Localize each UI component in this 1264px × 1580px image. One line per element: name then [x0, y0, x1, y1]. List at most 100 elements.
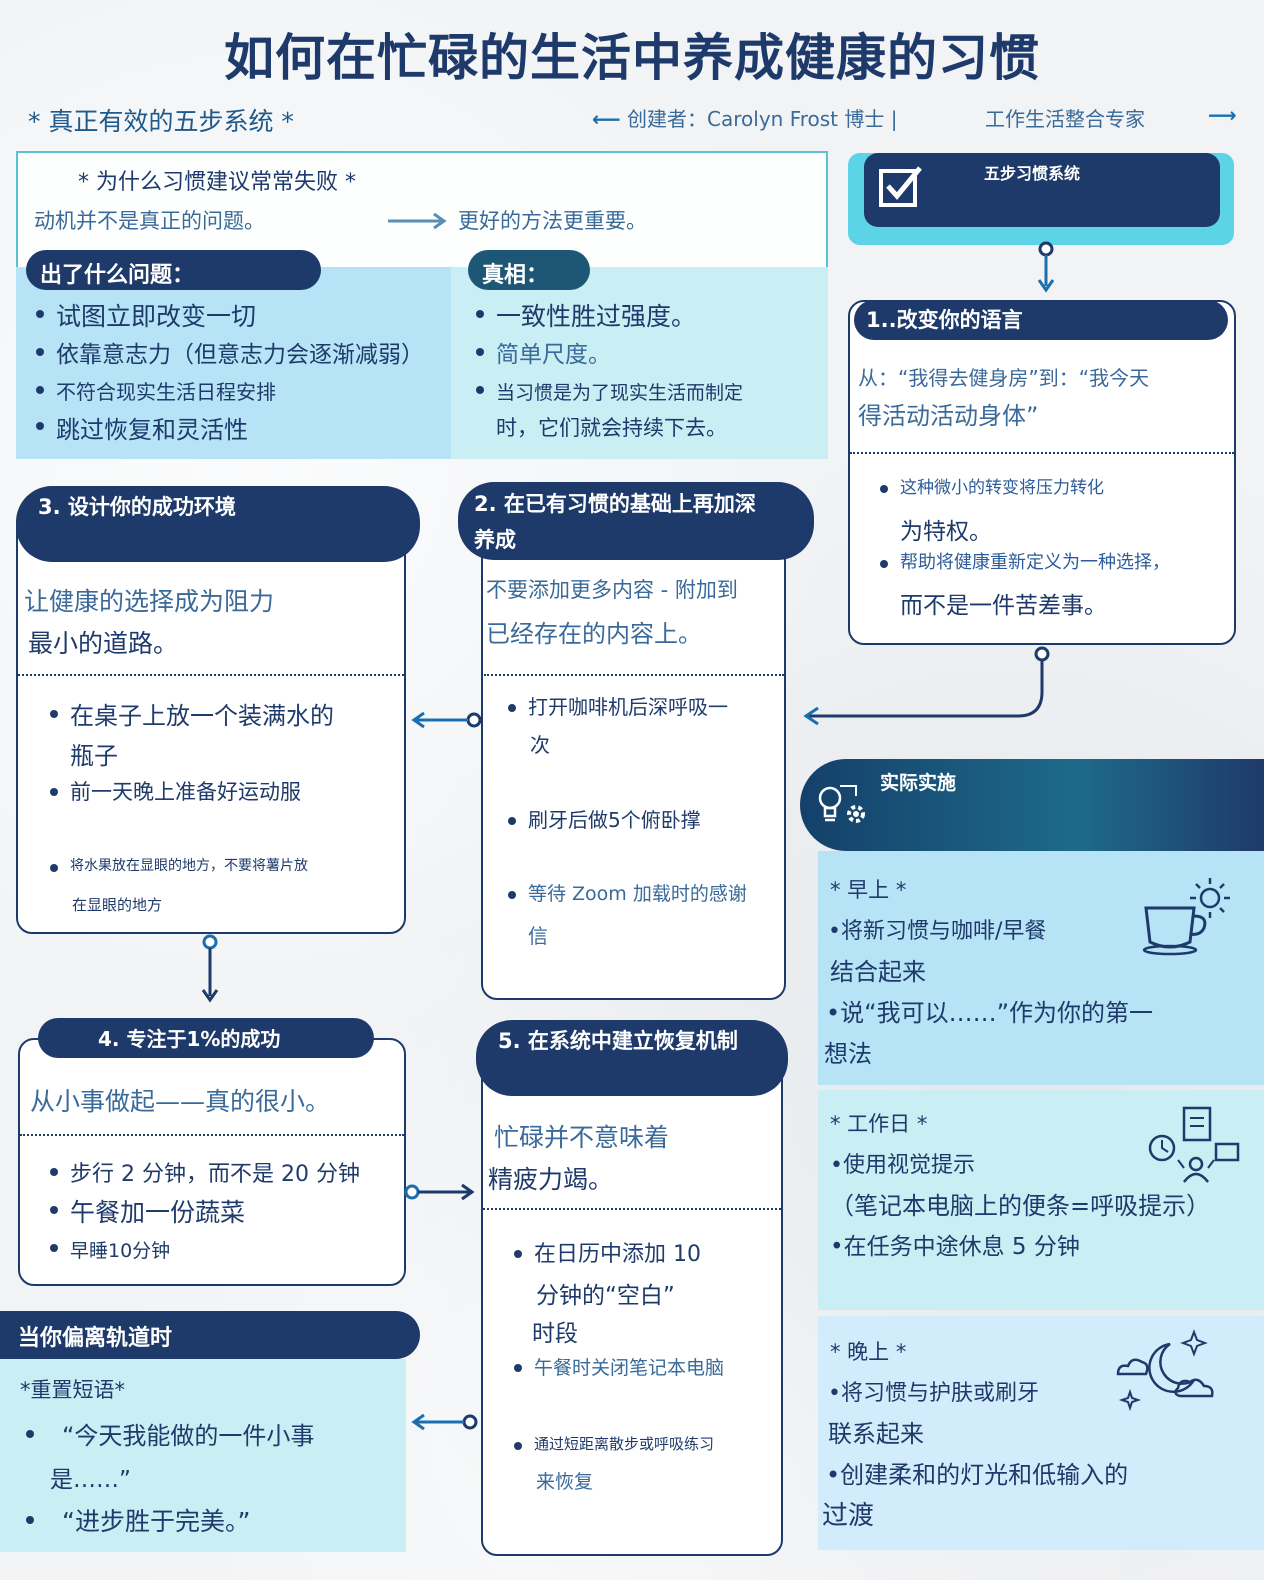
page-subtitle: * 真正有效的五步系统 *: [28, 107, 294, 136]
step3-list-3: 将水果放在显眼的地方，不要将薯片放: [46, 852, 396, 880]
list-item: 通过短距离散步或呼吸练习: [510, 1430, 780, 1458]
practice-title: 实际实施: [880, 772, 957, 794]
step3-item-cont: 瓶子: [70, 742, 118, 770]
step2-list-3: 等待 Zoom 加载时的感谢: [504, 879, 784, 909]
step3-item-cont: 在显眼的地方: [72, 896, 163, 914]
morning-line: 想法: [824, 1040, 872, 1068]
step2-title-line2: 养成: [474, 528, 516, 552]
connector-arrow-icon: [411, 711, 482, 729]
practice-header: [800, 759, 1264, 851]
evening-line: 过渡: [822, 1501, 875, 1531]
divider: [483, 1208, 781, 1210]
step5-list-2: 午餐时关闭笔记本电脑: [510, 1352, 780, 1384]
lightbulb-gear-icon: [818, 785, 865, 823]
arrow-left-icon: ⟵: [592, 107, 621, 131]
evening-block: * 晚上 * •将习惯与护肤或刷牙 联系起来 •创建柔和的灯光和低输入的 过渡: [822, 1332, 1128, 1537]
step2-title-line1: 2. 在已有习惯的基础上再加深: [474, 492, 756, 516]
truth-item-continued: 时，它们就会持续下去。: [496, 416, 727, 440]
offtrack-title: 当你偏离轨道时: [18, 1326, 173, 1351]
why-left-text: 动机并不是真正的问题。: [34, 209, 265, 233]
coffee-cup-icon: [1142, 878, 1230, 956]
step5-list-3: 通过短距离散步或呼吸练习: [510, 1430, 780, 1458]
creator-line: ⟵ 创建者：Carolyn Frost 博士 |: [592, 103, 897, 132]
step5-item-cont: 来恢复: [536, 1471, 594, 1493]
step2-lead-cont: 已经存在的内容上。: [486, 620, 702, 648]
evening-heading: * 晚上 *: [830, 1340, 907, 1364]
workday-block: * 工作日 * •使用视觉提示 （笔记本电脑上的便条=呼吸提示） •在任务中途休…: [830, 1104, 1210, 1268]
step1-quote-cont: 得活动活动身体”: [858, 402, 1039, 430]
morning-line: •将新习惯与咖啡/早餐: [828, 919, 1047, 944]
connector-arrow-icon: [404, 1183, 475, 1201]
morning-line: 结合起来: [830, 958, 926, 986]
morning-panel: [818, 851, 1264, 1085]
step2-list: 打开咖啡机后深呼吸一: [504, 692, 784, 722]
step3-list: 在桌子上放一个装满水的: [46, 698, 396, 734]
list-item: 不符合现实生活日程安排: [32, 374, 442, 410]
list-item: 在日历中添加 10: [510, 1238, 780, 1272]
connector-arrow-icon: [201, 934, 219, 1003]
morning-block: * 早上 * •将新习惯与咖啡/早餐 结合起来 •说“我可以……”作为你的第一 …: [824, 870, 1153, 1075]
step5-item-cont: 分钟的“空白”: [536, 1283, 675, 1309]
step2-item-cont: 信: [528, 924, 548, 948]
step3-card: [16, 510, 406, 934]
morning-heading: * 早上 *: [830, 878, 907, 902]
what-went-wrong-panel: [16, 267, 451, 459]
list-item: 试图立即改变一切: [32, 298, 442, 336]
step1-item-cont: 而不是一件苦差事。: [900, 593, 1107, 619]
list-item: “进步胜于完美。”: [22, 1504, 402, 1540]
creator-role: 工作生活整合专家: [985, 107, 1145, 131]
step5-item-cont: 时段: [532, 1321, 578, 1347]
why-panel: [16, 151, 828, 267]
divider: [850, 452, 1234, 454]
step3-lead: 让健康的选择成为阻力: [24, 587, 275, 616]
divider: [484, 674, 784, 676]
offtrack-item-cont: 是……”: [50, 1467, 131, 1493]
list-item: 跳过恢复和灵活性: [32, 410, 442, 450]
evening-line: •将习惯与护肤或刷牙: [828, 1381, 1039, 1406]
step1-card: [848, 300, 1236, 645]
page-title: 如何在忙碌的生活中养成健康的习惯: [224, 29, 1040, 87]
step2-item-cont: 次: [530, 733, 550, 757]
step1-quote: 从：“我得去健身房”到：“我今天: [858, 366, 1150, 390]
list-item: 帮助将健康重新定义为一种选择，: [876, 548, 1226, 578]
arrow-right-icon: [388, 212, 447, 230]
step4-lead: 从小事做起——真的很小。: [30, 1087, 331, 1116]
checkbox-icon: [879, 166, 922, 207]
step3-title: 3. 设计你的成功环境: [16, 486, 420, 562]
divider: [20, 1134, 404, 1136]
why-title: * 为什么习惯建议常常失败 *: [78, 170, 356, 195]
workday-heading: * 工作日 *: [830, 1112, 928, 1136]
list-item: 午餐时关闭笔记本电脑: [510, 1352, 780, 1384]
step4-card: [18, 1038, 406, 1286]
list-item: 将水果放在显眼的地方，不要将薯片放: [46, 852, 396, 880]
step5-lead-cont: 精疲力竭。: [488, 1165, 614, 1194]
list-item: 简单尺度。: [472, 336, 822, 374]
connector-arrow-icon: [803, 646, 1050, 726]
evening-line: 联系起来: [828, 1420, 924, 1448]
evening-panel: [818, 1316, 1264, 1550]
list-item: 等待 Zoom 加载时的感谢: [504, 879, 784, 909]
creator-text: 创建者：Carolyn Frost 博士 |: [627, 107, 898, 131]
workday-line: •使用视觉提示: [830, 1153, 975, 1178]
workday-line: •在任务中途休息 5 分钟: [830, 1234, 1080, 1260]
truth-label: 真相：: [468, 250, 590, 290]
list-item: 前一天晚上准备好运动服: [46, 776, 396, 808]
step4-list: 步行 2 分钟，而不是 20 分钟 午餐加一份蔬菜 早睡10分钟: [46, 1156, 396, 1270]
list-item: 午餐加一份蔬菜: [46, 1194, 396, 1232]
step2-card: [481, 500, 786, 1000]
list-item: 刷牙后做5个俯卧撑: [504, 805, 784, 835]
list-item: 依靠意志力（但意志力会逐渐减弱）: [32, 336, 442, 374]
moon-stars-icon: [1116, 1329, 1214, 1412]
offtrack-header: [0, 1311, 420, 1359]
step2-lead: 不要添加更多内容 - 附加到: [486, 578, 738, 602]
arrow-right-icon: ⟶: [1208, 103, 1237, 127]
what-went-wrong-label: 出了什么问题：: [26, 250, 321, 290]
system-title: 五步习惯系统: [984, 164, 1081, 183]
step5-title: 5. 在系统中建立恢复机制: [476, 1020, 788, 1096]
list-item: 一致性胜过强度。: [472, 298, 822, 336]
list-item: “今天我能做的一件小事: [22, 1418, 402, 1454]
connector-arrow-icon: [1037, 241, 1055, 293]
step1-title: 1..改变你的语言: [854, 300, 1228, 340]
step5-card: [481, 1050, 783, 1556]
list-item: 打开咖啡机后深呼吸一: [504, 692, 784, 722]
